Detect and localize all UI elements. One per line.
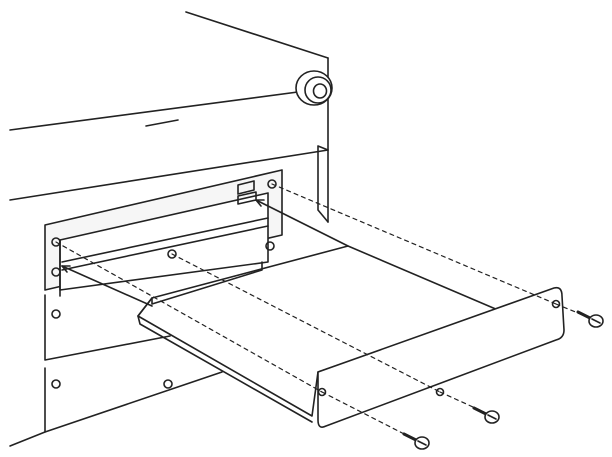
bracket-hole-bottom [435, 387, 445, 397]
lower-panel-1 [44, 294, 171, 361]
dash-left [55, 241, 323, 393]
screw-icon [402, 310, 604, 450]
chassis-front-upper-edge [9, 149, 329, 201]
bracket-hole-left [317, 387, 327, 397]
dash-screw-right [555, 303, 591, 319]
dash-screw-left [321, 391, 413, 439]
arrowhead-left [61, 265, 71, 273]
chassis-icon [9, 11, 333, 447]
lower-panel-2-hole [51, 379, 61, 389]
alignment-lines [55, 183, 591, 439]
chassis-bevel [317, 145, 329, 223]
bracket-hole-right [551, 299, 561, 309]
slot-rail-upper [61, 217, 269, 263]
screw-left [402, 432, 430, 450]
chassis-top-back-edge [185, 11, 329, 59]
card-notch [151, 261, 263, 305]
lower-panel-2 [44, 367, 223, 433]
slot-rail-lower [61, 225, 269, 271]
card-bracket [317, 286, 565, 428]
screw-right [576, 310, 604, 328]
frame-hole-rail [167, 249, 177, 259]
chassis-top-front-edge [9, 87, 329, 131]
guide-arrow-top [255, 199, 349, 247]
card-left-edge [137, 297, 153, 317]
frame-hole-top-left [51, 237, 61, 247]
knob-icon [295, 70, 333, 106]
card-bottom-edge [137, 315, 313, 423]
chassis-top-mark [145, 119, 179, 127]
dash-top [271, 183, 557, 305]
frame-hole-top-right [267, 179, 277, 189]
insertion-guides [61, 199, 349, 307]
expansion-card-icon [137, 245, 565, 428]
frame-hole-mid-right [265, 241, 275, 251]
frame-hole-mid-left [51, 267, 61, 277]
screw-bottom [472, 406, 500, 424]
dash-middle [171, 253, 441, 393]
arrowhead-top [255, 199, 265, 207]
lower-panel-2-hole-right [163, 379, 173, 389]
chassis-base-edge [9, 431, 46, 447]
lower-panel-1-hole [51, 309, 61, 319]
guide-arrow-left [61, 265, 153, 307]
